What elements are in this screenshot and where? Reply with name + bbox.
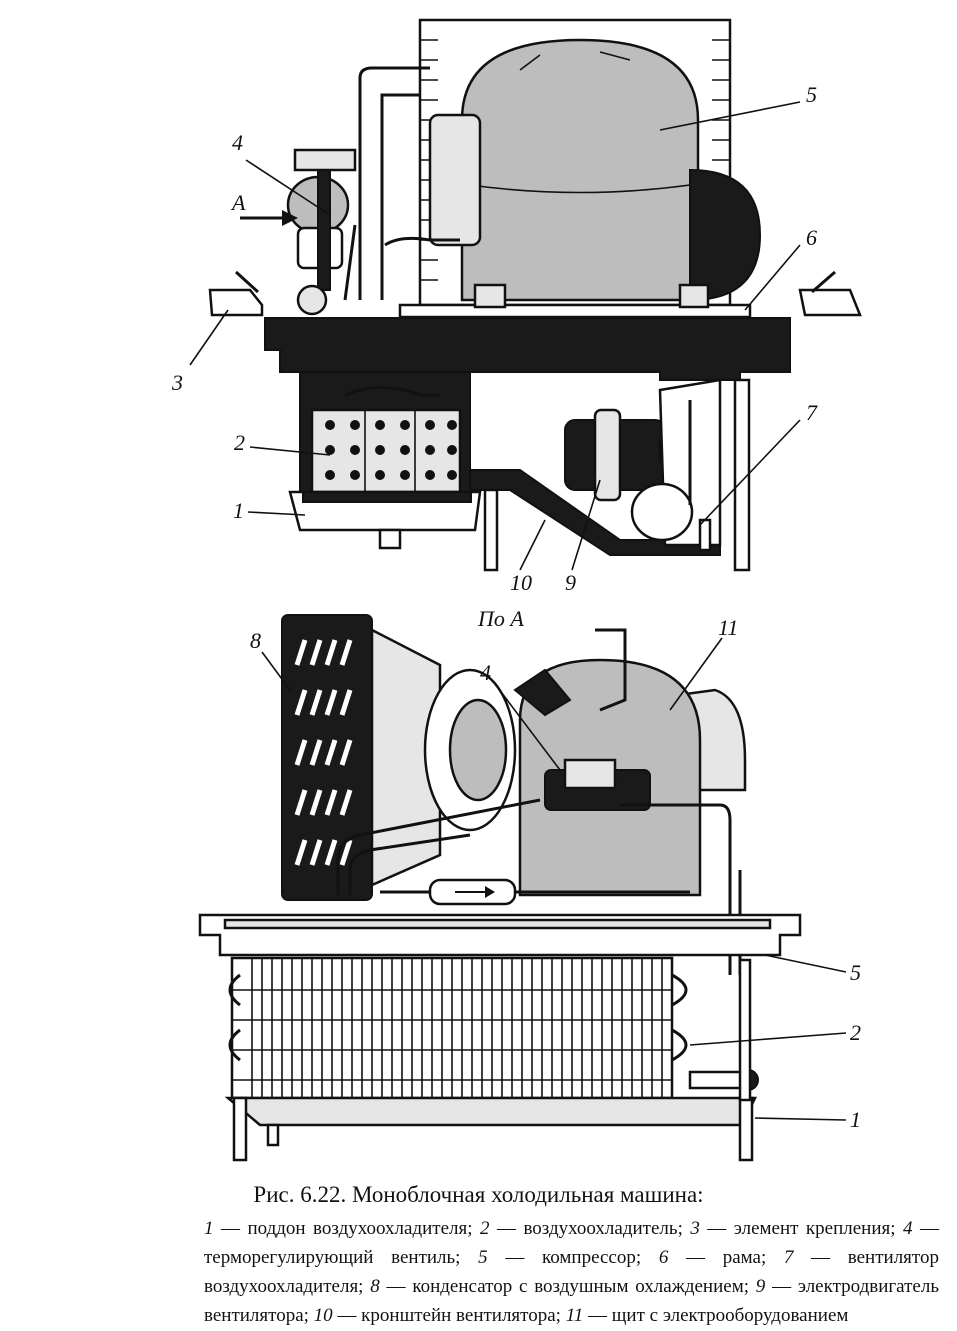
compressor-body (460, 38, 700, 302)
mounting-element-right (798, 270, 862, 317)
callout-1-bottom: 1 (850, 1107, 861, 1132)
thermostatic-valve-top (286, 148, 357, 316)
callout-10-top: 10 (510, 570, 532, 595)
mounting-element-left (208, 270, 264, 317)
filter-drier (380, 878, 690, 906)
legend-item-9: 9 — электродвигатель вентилятора; (204, 1276, 939, 1326)
thermostatic-valve-side (513, 628, 651, 811)
legend-item-6: 6 — рама; (658, 1247, 784, 1268)
legend-item-3: 3 — элемент крепления; (690, 1218, 903, 1239)
legend-item-10: 10 — кронштейн вентилятора; (313, 1305, 566, 1326)
legend-item-11: 11 — щит с электрооборудованием (565, 1305, 849, 1326)
callout-9-top: 9 (565, 570, 576, 595)
evaporator-top (299, 371, 471, 494)
pipe-top (358, 66, 430, 300)
legend-item-7: 7 — вентилятор воздухоохладителя; (204, 1247, 939, 1297)
drip-tray-side (224, 1096, 757, 1127)
top-view: 4 А 5 6 3 2 1 7 9 10 (171, 18, 862, 595)
callout-3-top: 3 (171, 370, 183, 395)
callout-2-top: 2 (234, 430, 245, 455)
technical-drawing: 4 А 5 6 3 2 1 7 9 10 По А (171, 18, 862, 1162)
bottom-view: 8 4 11 5 2 1 (198, 614, 861, 1162)
frame (264, 317, 791, 381)
callout-7-top: 7 (806, 400, 818, 425)
callout-4-bottom: 4 (480, 660, 491, 685)
callout-arrow-a: А (230, 190, 246, 215)
terminal-box (428, 113, 482, 247)
callout-8-bottom: 8 (250, 628, 261, 653)
legend-item-2: 2 — воздухоохладитель; (480, 1218, 691, 1239)
top-leader-lines (189, 101, 801, 571)
legend-item-5: 5 — компрессор; (478, 1247, 659, 1268)
callout-4-top: 4 (232, 130, 243, 155)
view-arrow-a (240, 210, 298, 226)
callout-5-bottom: 5 (850, 960, 861, 985)
bottom-leader-lines (261, 637, 847, 1121)
compressor-side-cap (689, 168, 762, 302)
evaporator-fan (630, 378, 722, 547)
view-title: По А (477, 606, 524, 631)
condenser (281, 614, 517, 901)
legend-item-1: 1 — поддон воздухоохладителя; (204, 1218, 480, 1239)
figure-legend: 1 — поддон воздухоохладителя; 2 — воздух… (204, 1214, 939, 1330)
pipe-bottom (336, 798, 541, 895)
legend-item-4: 4 — терморегулирующий вентиль; (204, 1218, 939, 1268)
figure-caption: Рис. 6.22. Моноблочная холодильная машин… (253, 1182, 704, 1207)
fan-bracket (469, 469, 721, 556)
callout-2-bottom: 2 (850, 1020, 861, 1045)
callout-5-top: 5 (806, 82, 817, 107)
legend-item-8: 8 — конденсатор с воздушным охлаждением; (370, 1276, 756, 1297)
callout-6-top: 6 (806, 225, 817, 250)
evaporator-side (228, 956, 759, 1100)
callout-11-bottom: 11 (718, 615, 738, 640)
callout-1-top: 1 (233, 498, 244, 523)
